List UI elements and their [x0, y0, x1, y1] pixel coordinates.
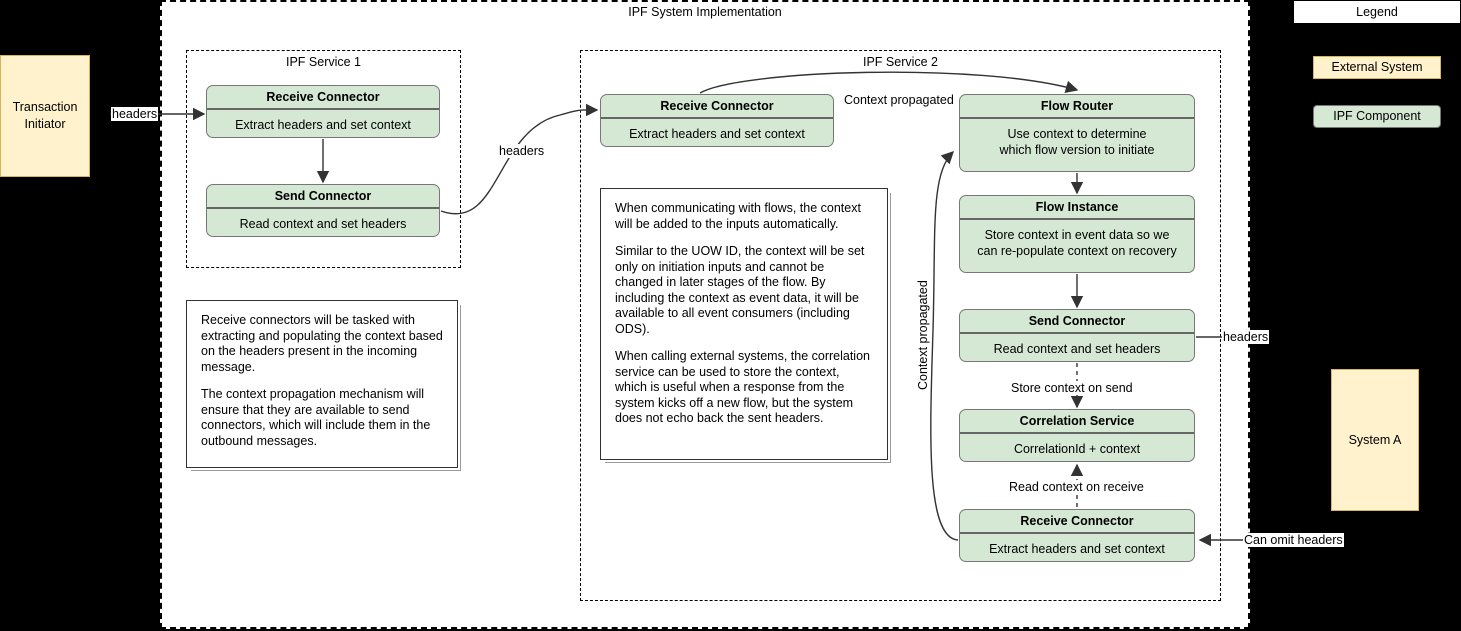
component-service2-receive-connector-left[interactable]: Receive Connector Extract headers and se…: [600, 94, 834, 147]
edge-label-can-omit-headers: Can omit headers: [1243, 533, 1344, 547]
component-header: Flow Router: [960, 95, 1194, 119]
component-flow-instance[interactable]: Flow Instance Store context in event dat…: [959, 195, 1195, 273]
component-header: Receive Connector: [207, 86, 439, 110]
edge-label-headers-out: headers: [1222, 330, 1270, 344]
legend-item-external-system: External System: [1313, 56, 1441, 79]
note-receive-connectors: Receive connectors will be tasked with e…: [186, 300, 458, 468]
transaction-initiator-label-line2: Initiator: [24, 117, 66, 131]
edge-label-read-context-on-receive: Read context on receive: [1008, 480, 1145, 494]
external-system-system-a: System A: [1331, 369, 1419, 511]
component-service1-receive-connector[interactable]: Receive Connector Extract headers and se…: [206, 85, 440, 138]
note1-paragraph-1: Receive connectors will be tasked with e…: [201, 313, 443, 374]
service-box-ipf-service-2: IPF Service 2: [580, 50, 1221, 601]
component-body-line2: can re-populate context on recovery: [977, 244, 1177, 258]
component-body: Read context and set headers: [239, 217, 407, 231]
system-a-label: System A: [1348, 432, 1402, 447]
component-body: Extract headers and set context: [235, 118, 411, 132]
component-service2-receive-connector-bottom[interactable]: Receive Connector Extract headers and se…: [959, 509, 1195, 562]
edge-label-context-propagated-horizontal: Context propagated: [844, 93, 954, 107]
note2-paragraph-1: When communicating with flows, the conte…: [615, 201, 861, 231]
component-service1-send-connector[interactable]: Send Connector Read context and set head…: [206, 184, 440, 237]
component-header: Send Connector: [960, 310, 1194, 334]
note2-paragraph-2: Similar to the UOW ID, the context will …: [615, 244, 865, 336]
ipf-system-title: IPF System Implementation: [628, 5, 782, 19]
component-flow-router[interactable]: Flow Router Use context to determine whi…: [959, 94, 1195, 172]
component-correlation-service[interactable]: Correlation Service CorrelationId + cont…: [959, 409, 1195, 462]
transaction-initiator-label-line1: Transaction: [12, 100, 78, 114]
legend-title: Legend: [1293, 0, 1461, 24]
component-body: Extract headers and set context: [629, 127, 805, 141]
component-body: Read context and set headers: [993, 342, 1161, 356]
note2-paragraph-3: When calling external systems, the corre…: [615, 349, 870, 425]
service-2-title: IPF Service 2: [862, 55, 939, 69]
note-flow-context: When communicating with flows, the conte…: [600, 188, 888, 460]
external-system-transaction-initiator: Transaction Initiator: [0, 55, 90, 177]
service-1-title: IPF Service 1: [285, 55, 362, 69]
edge-label-headers-between-services: headers: [498, 144, 546, 158]
component-body-line1: Use context to determine: [1007, 127, 1147, 141]
legend-item-ipf-component: IPF Component: [1313, 105, 1441, 128]
component-body-line2: which flow version to initiate: [999, 143, 1155, 157]
edge-label-headers-in: headers: [111, 107, 159, 121]
edge-label-context-propagated-vertical: Context propagated: [916, 280, 930, 390]
component-header: Flow Instance: [960, 196, 1194, 220]
component-header: Receive Connector: [601, 95, 833, 119]
component-body: Extract headers and set context: [989, 542, 1165, 556]
component-body-line1: Store context in event data so we: [984, 228, 1170, 242]
component-header: Correlation Service: [960, 410, 1194, 434]
component-service2-send-connector[interactable]: Send Connector Read context and set head…: [959, 309, 1195, 362]
edge-label-store-context-on-send: Store context on send: [1010, 381, 1134, 395]
component-header: Receive Connector: [960, 510, 1194, 534]
component-header: Send Connector: [207, 185, 439, 209]
component-body: CorrelationId + context: [1013, 442, 1141, 456]
note1-paragraph-2: The context propagation mechanism will e…: [201, 387, 431, 448]
